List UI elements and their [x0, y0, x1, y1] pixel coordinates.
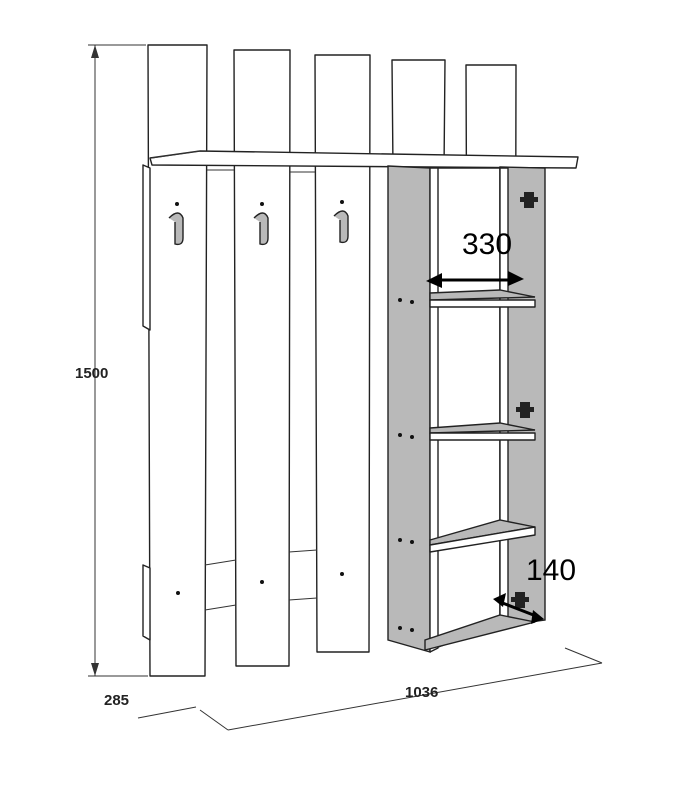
- left-side-panel: [387, 165, 431, 653]
- shelf-depth-label: 140: [526, 554, 576, 587]
- coat-hooks: [168, 194, 492, 595]
- depth-label: 285: [104, 692, 129, 709]
- hook-icon: [253, 202, 269, 246]
- plank-1: [147, 44, 208, 677]
- plank-3: [314, 54, 371, 653]
- width-label: 1036: [405, 684, 438, 701]
- dimension-lines: [88, 44, 603, 731]
- hook-icon: [168, 202, 184, 246]
- bracket-icon: [511, 192, 538, 608]
- shelf: [429, 289, 536, 301]
- shelf: [429, 422, 536, 434]
- shelf-width-label: 330: [462, 228, 512, 261]
- height-label: 1500: [75, 365, 108, 382]
- hook-icon: [333, 200, 349, 244]
- plank-2: [233, 49, 291, 667]
